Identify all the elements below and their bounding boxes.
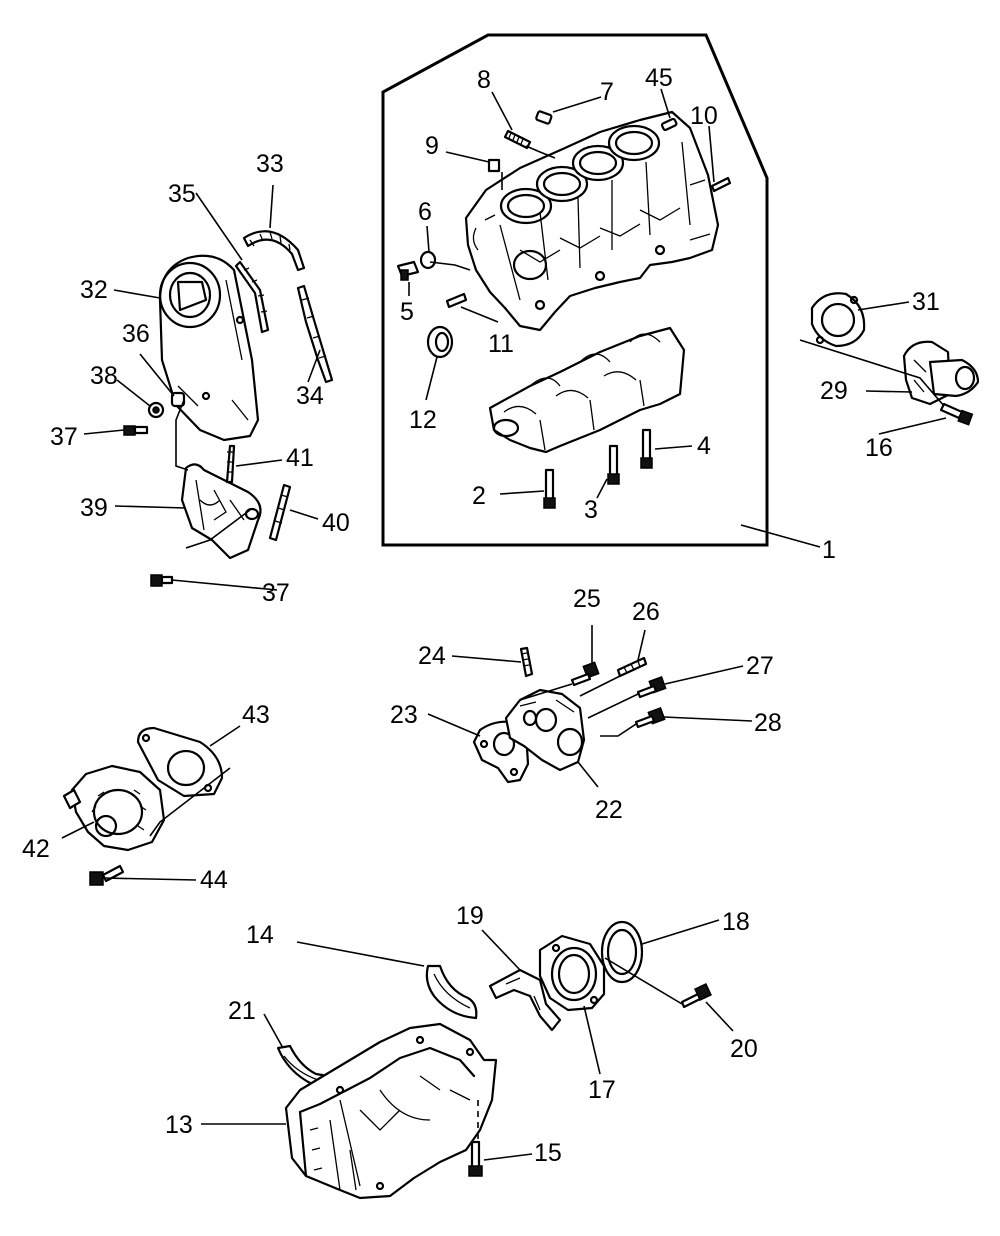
callout-18: 18: [722, 908, 750, 936]
bearing-cap-bolt-3: [607, 444, 620, 485]
leader-lines: [61, 88, 947, 1161]
callout-4: 4: [697, 432, 711, 460]
cover-bolt-37-upper: [123, 425, 149, 436]
callout-16: 16: [865, 434, 893, 462]
housing-bolt-20: [680, 983, 712, 1009]
callout-42: 42: [22, 835, 50, 863]
callout-23: 23: [390, 701, 418, 729]
callout-37-lower: 37: [262, 579, 290, 607]
callout-38: 38: [90, 362, 118, 390]
washer-38: [147, 401, 165, 419]
callout-36: 36: [122, 320, 150, 348]
water-outlet-housing-22: [504, 688, 586, 772]
bolt-25: [570, 661, 600, 687]
stud-8: [503, 129, 532, 150]
callout-3: 3: [584, 496, 598, 524]
callout-31: 31: [912, 288, 940, 316]
callout-26: 26: [632, 598, 660, 626]
callout-27: 27: [746, 652, 774, 680]
callout-41: 41: [286, 444, 314, 472]
oil-pan-13: [284, 1022, 498, 1200]
seal-35: [234, 260, 270, 334]
housing-bolt-16: [939, 402, 974, 426]
grommet-36: [170, 391, 186, 408]
callout-15: 15: [534, 1139, 562, 1167]
callout-12: 12: [409, 406, 437, 434]
callout-6: 6: [418, 198, 432, 226]
upper-timing-cover-32: [158, 254, 260, 442]
callout-45: 45: [645, 64, 673, 92]
callout-10: 10: [690, 102, 718, 130]
oil-pan-bolt-15: [468, 1140, 483, 1177]
bolt-27: [636, 676, 667, 699]
water-pump-42: [62, 764, 166, 852]
thrust-plate-19: [488, 968, 562, 1032]
rear-oil-seal-18: [600, 920, 644, 984]
pump-bolt-44: [89, 864, 125, 886]
callout-33: 33: [256, 150, 284, 178]
callout-32: 32: [80, 276, 108, 304]
callout-5: 5: [400, 298, 414, 326]
callout-22: 22: [595, 796, 623, 824]
plug-9: [487, 158, 501, 173]
stud-26: [616, 656, 648, 678]
callout-28: 28: [754, 709, 782, 737]
oil-jet-11: [445, 292, 468, 309]
thermostat-housing-29: [902, 340, 980, 406]
callout-34: 34: [296, 382, 324, 410]
callout-44: 44: [200, 866, 228, 894]
cover-bolt-37-lower: [150, 574, 174, 587]
callout-25: 25: [573, 585, 601, 613]
front-oil-seal-12: [426, 325, 454, 359]
callout-35: 35: [168, 180, 196, 208]
callout-8: 8: [477, 66, 491, 94]
callout-7: 7: [600, 78, 614, 106]
stud-24: [519, 646, 534, 678]
callout-11: 11: [488, 330, 514, 358]
callout-14: 14: [246, 921, 274, 949]
seal-40: [268, 483, 292, 542]
dowel-pin-45: [660, 117, 678, 132]
cylinder-block: [464, 110, 720, 332]
seal-33: [242, 230, 306, 272]
seal-41: [225, 444, 236, 484]
assembly-frame: [381, 33, 769, 547]
callout-9: 9: [425, 132, 439, 160]
callout-2: 2: [472, 482, 486, 510]
callout-21: 21: [228, 997, 256, 1025]
callout-37-upper: 37: [50, 423, 78, 451]
dowel-pin-7: [535, 110, 553, 125]
callout-29: 29: [820, 377, 848, 405]
callout-labels: 1 2 3 4 5 6 7 8 9 10 11 12 13 14 15 16 1…: [22, 64, 940, 1167]
housing-gasket-31: [810, 292, 866, 348]
pump-gasket-43: [136, 726, 224, 798]
callout-20: 20: [730, 1035, 758, 1063]
callout-39: 39: [80, 494, 108, 522]
callout-1: 1: [822, 536, 836, 564]
main-bearing-14: [425, 964, 478, 1020]
callout-19: 19: [456, 902, 484, 930]
callout-13: 13: [165, 1111, 193, 1139]
bearing-cap-bolt-4: [640, 428, 653, 469]
stud-10: [710, 176, 732, 193]
drain-plug-5: [396, 260, 420, 281]
plug-washer-6: [419, 250, 437, 270]
seal-34: [296, 284, 334, 384]
bolt-28: [634, 707, 666, 729]
bearing-cap-bolt-2: [543, 468, 556, 509]
rear-seal-housing-17: [538, 934, 606, 1012]
lower-timing-cover-39: [180, 463, 262, 560]
callout-43: 43: [242, 701, 270, 729]
callout-40: 40: [322, 509, 350, 537]
callout-24: 24: [418, 642, 446, 670]
main-bearing-cap: [488, 326, 686, 454]
callout-17: 17: [588, 1076, 616, 1104]
